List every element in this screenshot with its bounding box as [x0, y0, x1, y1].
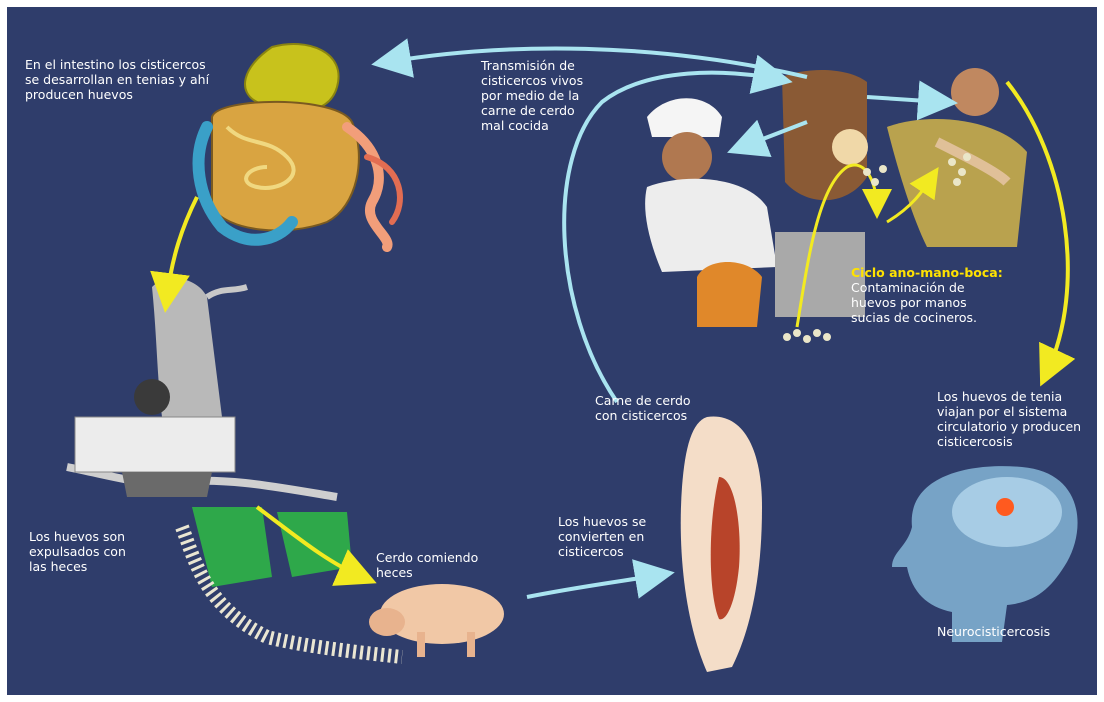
plants-illustration — [182, 507, 402, 657]
stomach-intestine-illustration — [199, 44, 400, 247]
brain-head-illustration — [892, 466, 1078, 642]
label-eggs-expelled: Los huevos son expulsados con las heces — [29, 529, 126, 574]
diagram-canvas: En el intestino los cisticercos se desar… — [7, 7, 1097, 695]
label-cycle-title: Ciclo ano-mano-boca: — [851, 265, 1091, 280]
label-eggs-travel: Los huevos de tenia viajan por el sistem… — [937, 389, 1081, 449]
label-cycle-body: Contaminación de huevos por manos sucias… — [851, 280, 1091, 325]
cycle-callout: Ciclo ano-mano-boca: Contaminación de hu… — [851, 265, 1091, 325]
pork-carcass-illustration — [681, 417, 762, 672]
taco-eater-illustration — [887, 68, 1027, 247]
label-eggs-convert: Los huevos se convierten en cisticercos — [558, 514, 646, 559]
person-defecating-illustration — [67, 278, 337, 497]
cook-illustration — [645, 98, 777, 327]
label-transmission: Transmisión de cisticercos vivos por med… — [481, 58, 583, 133]
pig-illustration — [369, 584, 504, 657]
label-intestine: En el intestino los cisticercos se desar… — [25, 57, 209, 102]
arrow-spit-to-eater — [867, 97, 942, 102]
arrow-pig-to-carcass — [527, 575, 659, 597]
label-neurocisticercosis: Neurocisticercosis — [937, 624, 1050, 639]
label-pork: Carne de cerdo con cisticercos — [595, 393, 691, 423]
label-pig-eating: Cerdo comiendo heces — [376, 550, 478, 580]
